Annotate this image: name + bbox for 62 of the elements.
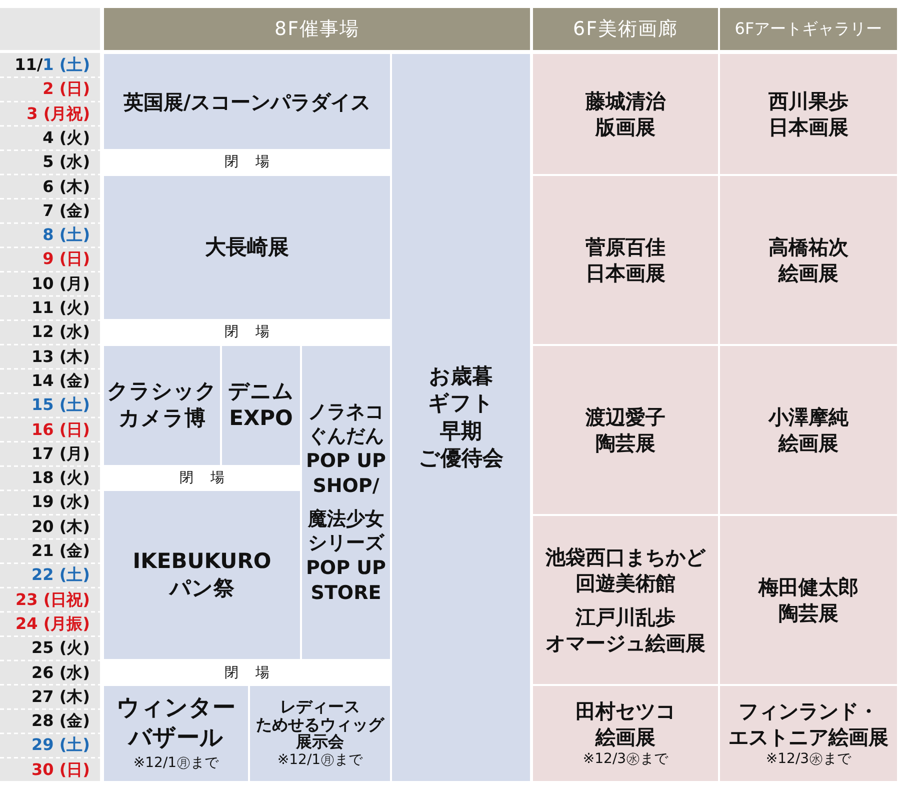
end-date-note: ※12/1㊊まで	[277, 750, 363, 769]
closed-label: 閉場	[224, 325, 286, 340]
date-label: 12 (水)	[30, 321, 91, 344]
event-title: 菅原百佳日本画展	[586, 234, 666, 286]
closed-label: 閉場	[178, 471, 242, 486]
event-title: 西川果歩日本画展	[768, 88, 848, 140]
column-title: 6Fアートギャラリー	[734, 18, 882, 40]
event-title: 江戸川乱歩オマージュ絵画展	[546, 604, 706, 656]
date-label: 17 (月)	[30, 442, 91, 465]
date-label: 11/1 (土)	[14, 54, 91, 76]
end-date-note: ※12/3㊌まで	[766, 750, 852, 768]
date-label: 23 (日祝)	[14, 588, 91, 611]
date-label: 6 (木)	[42, 176, 91, 198]
event-title: 藤城清治版画展	[586, 88, 666, 140]
event-title: ノラネコぐんだん POP UP SHOP/	[306, 400, 386, 499]
date-label: 14 (金)	[30, 370, 91, 392]
closed-label: 閉場	[224, 666, 286, 680]
date-label: 2 (日)	[42, 78, 91, 100]
event-title: 高橋祐次絵画展	[768, 234, 848, 286]
date-label: 10 (月)	[30, 272, 91, 295]
column-title: 8F催事場	[274, 16, 360, 42]
date-label: 8 (土)	[42, 224, 91, 246]
event-title: フィンランド・エストニア絵画展	[728, 698, 888, 750]
date-label: 9 (日)	[42, 248, 91, 270]
date-label: 19 (水)	[30, 491, 91, 514]
closed-label: 閉場	[224, 155, 286, 170]
event-title: 大長崎展	[205, 234, 289, 261]
date-label: 27 (木)	[30, 686, 91, 708]
date-label: 11 (火)	[30, 297, 91, 319]
date-label: 26 (水)	[30, 662, 91, 684]
date-label: 24 (月振)	[14, 612, 91, 635]
date-label: 28 (金)	[30, 710, 91, 732]
date-label: 20 (木)	[30, 516, 91, 538]
date-label: 13 (木)	[30, 346, 91, 368]
event-title: 梅田健太郎陶芸展	[758, 574, 858, 626]
event-title: 池袋西口まちかど回遊美術館	[546, 544, 706, 596]
date-label: 7 (金)	[42, 200, 91, 222]
column-title: 6F美術画廊	[572, 16, 678, 42]
date-label: 16 (日)	[30, 418, 91, 440]
event-title: 魔法少女シリーズ POP UP STORE	[306, 506, 386, 606]
event-title: クラシックカメラ博	[107, 378, 217, 432]
event-title: 渡辺愛子陶芸展	[586, 404, 666, 456]
date-label: 22 (土)	[30, 564, 91, 586]
event-title: IKEBUKURO パン祭	[132, 548, 272, 602]
event-title: 英国展/スコーンパラダイス	[123, 88, 371, 115]
date-label: 25 (火)	[30, 637, 91, 660]
date-label: 5 (水)	[42, 151, 91, 174]
end-date-note: ※12/1㊊まで	[133, 754, 219, 772]
date-label: 21 (金)	[30, 540, 91, 562]
event-title: お歳暮ギフト早期ご優待会	[418, 362, 504, 472]
event-title: 小澤摩純絵画展	[768, 404, 848, 456]
event-title: デニムEXPO	[228, 378, 294, 432]
date-label: 29 (土)	[30, 734, 91, 756]
date-label: 30 (日)	[30, 758, 91, 781]
date-label: 15 (土)	[30, 394, 91, 416]
date-label: 4 (火)	[42, 126, 91, 149]
event-title: ウィンターバザール	[116, 694, 236, 754]
event-title: 田村セツコ絵画展	[576, 698, 676, 750]
date-label: 3 (月祝)	[26, 102, 91, 125]
end-date-note: ※12/3㊌まで	[582, 750, 668, 768]
date-label: 18 (火)	[30, 467, 91, 490]
event-title: レディースためせるウィッグ展示会	[256, 698, 384, 751]
